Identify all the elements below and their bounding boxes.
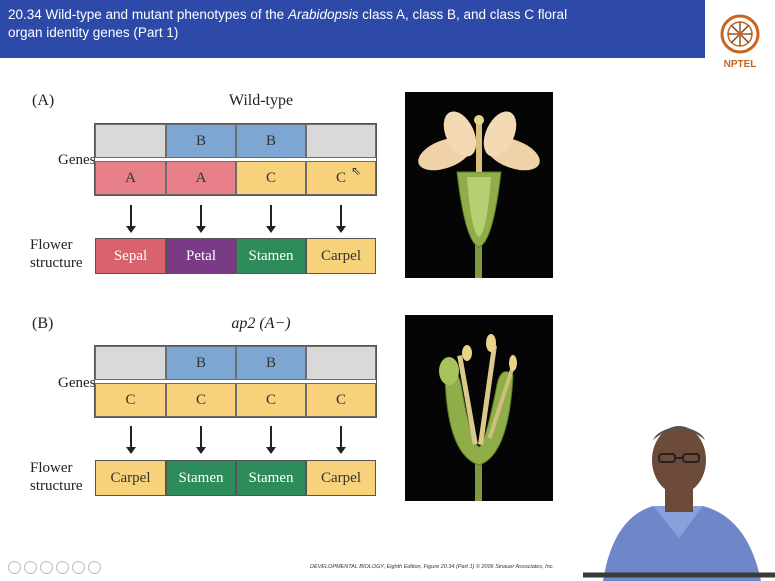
panel-b-heading: ap2 (A−) (231, 315, 291, 332)
nptel-logo: NPTEL (712, 14, 768, 74)
nav-prev-icon[interactable] (8, 561, 21, 574)
nptel-emblem-icon (720, 14, 760, 54)
panel-a-structure-cell: Stamen (236, 238, 306, 274)
panel-a-genes-grid (94, 123, 377, 196)
slide-title: 20.34 Wild-type and mutant phenotypes of… (0, 0, 705, 58)
panel-b-structure-cell: Carpel (306, 460, 376, 496)
panel-a-gene-cell-bottom: C (306, 161, 376, 195)
title-line-2: organ identity genes (Part 1) (8, 25, 179, 40)
slide-footer: DEVELOPMENTAL BIOLOGY, Eighth Edition, F… (0, 558, 705, 580)
panel-a-label: (A) (32, 92, 55, 109)
panel-b-gene-cell-bottom: C (166, 383, 236, 417)
panel-a-gene-cell-bottom: A (166, 161, 236, 195)
panel-a-heading: Wild-type (228, 92, 294, 109)
nav-pen-icon[interactable] (40, 561, 53, 574)
panel-b-structure-cell: Stamen (236, 460, 306, 496)
title-prefix: 20.34 Wild-type and mutant phenotypes of… (8, 7, 288, 22)
arrow-down-icon (126, 426, 136, 454)
panel-a-gene-cell-top: B (236, 124, 306, 158)
slide-nav-controls (8, 561, 101, 574)
panel-a-gene-cell-bottom: C (236, 161, 306, 195)
panel-b-genes-grid (94, 345, 377, 418)
title-italic-genus: Arabidopsis (287, 7, 359, 22)
figure-credit: DEVELOPMENTAL BIOLOGY, Eighth Edition, F… (310, 564, 555, 570)
nav-next-icon[interactable] (24, 561, 37, 574)
arrow-down-icon (126, 205, 136, 233)
nav-more-icon[interactable] (88, 561, 101, 574)
panel-b-gene-cell-top: B (166, 346, 236, 380)
panel-b-gene-cell-top (306, 346, 376, 380)
panel-a-gene-cell-top (306, 124, 376, 158)
arrow-down-icon (336, 426, 346, 454)
panel-a-gene-cell-top (95, 124, 166, 158)
nav-menu-icon[interactable] (56, 561, 69, 574)
arrow-down-icon (266, 205, 276, 233)
ap2-mutant-flower-photo (405, 315, 553, 501)
panel-b-structure-label-2: structure (30, 478, 83, 494)
presenter-video (583, 378, 775, 581)
panel-b-structure-cell: Stamen (166, 460, 236, 496)
panel-b-structure-label-1: Flower (30, 460, 73, 476)
title-suffix: class A, class B, and class C floral (358, 7, 568, 22)
panel-b-gene-cell-top: B (236, 346, 306, 380)
panel-a-genes-label: Genes (58, 152, 96, 168)
panel-a-structure-cell: Petal (166, 238, 236, 274)
arrow-down-icon (266, 426, 276, 454)
nav-zoom-icon[interactable] (72, 561, 85, 574)
arrow-down-icon (196, 205, 206, 233)
panel-b-gene-cell-bottom: C (95, 383, 166, 417)
arrow-down-icon (196, 426, 206, 454)
panel-b-label: (B) (32, 315, 54, 332)
panel-a-structure-label-2: structure (30, 255, 83, 271)
panel-b-gene-cell-top (95, 346, 166, 380)
panel-a-gene-cell-bottom: A (95, 161, 166, 195)
panel-b-gene-cell-bottom: C (236, 383, 306, 417)
panel-a-gene-cell-top: B (166, 124, 236, 158)
panel-a-structure-cell: Sepal (95, 238, 166, 274)
arrow-down-icon (336, 205, 346, 233)
wild-type-flower-photo (405, 92, 553, 278)
panel-b-genes-label: Genes (58, 375, 96, 391)
panel-a-structure-cell: Carpel (306, 238, 376, 274)
panel-a-structure-label-1: Flower (30, 237, 73, 253)
panel-b-gene-cell-bottom: C (306, 383, 376, 417)
nptel-logo-text: NPTEL (723, 59, 757, 70)
panel-b-structure-cell: Carpel (95, 460, 166, 496)
mouse-pointer-icon: ⇖ (351, 164, 362, 178)
